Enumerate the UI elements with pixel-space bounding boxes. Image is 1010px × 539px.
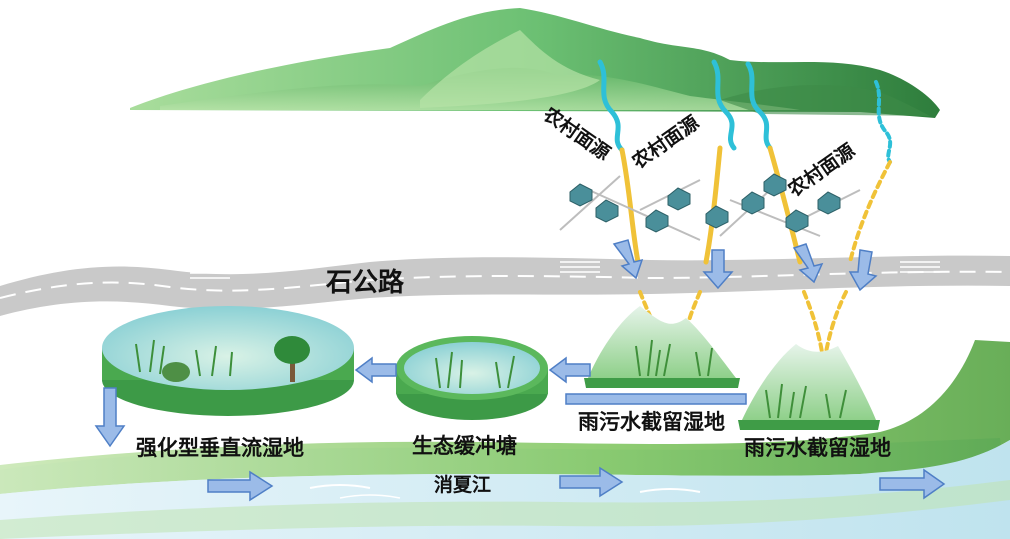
stormwater-wetland-2 (738, 344, 880, 430)
vertical-flow-wetland-label: 强化型垂直流湿地 (136, 436, 304, 460)
stormwater-wetland-label-1: 雨污水截留湿地 (578, 410, 725, 434)
road-shigonglu (0, 255, 1010, 316)
eco-buffer-pond-label: 生态缓冲塘 (412, 434, 517, 458)
road-label: 石公路 (326, 268, 405, 298)
river-xiaxiajiang (0, 340, 1010, 539)
village-houses (559, 173, 861, 241)
mountain-range (130, 8, 940, 118)
tree-icon (274, 336, 310, 382)
stormwater-wetland-1 (584, 306, 740, 388)
stormwater-wetland-label-2: 雨污水截留湿地 (744, 436, 891, 460)
river-label: 消夏江 (434, 474, 492, 496)
flow-arrows (94, 356, 946, 502)
eco-buffer-pond (396, 336, 548, 420)
vertical-flow-wetland (102, 306, 354, 416)
runoff-down-arrows (612, 239, 878, 292)
